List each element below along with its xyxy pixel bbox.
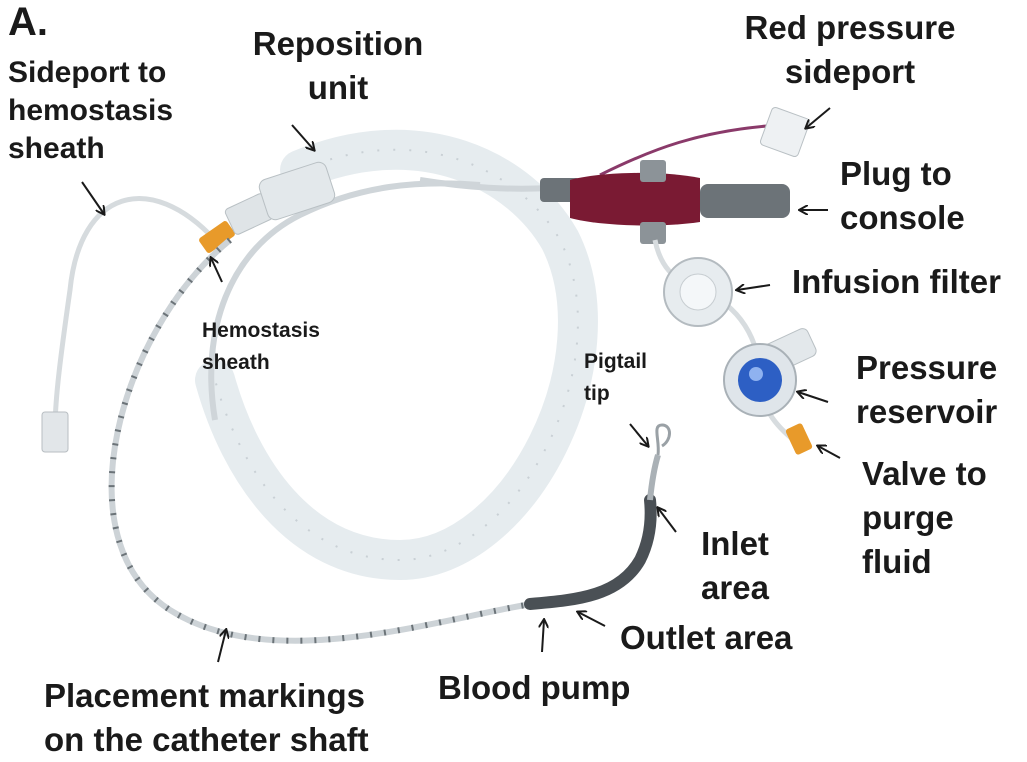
- label-pigtail-tip: Pigtail tip: [584, 346, 647, 410]
- arrow-reposition: [292, 125, 314, 150]
- purge-valve: [785, 423, 813, 456]
- arrow-hemostasis: [211, 258, 222, 282]
- arrow-reservoir: [798, 392, 828, 402]
- arrow-blood-pump: [542, 620, 544, 652]
- label-line: hemostasis: [8, 92, 173, 130]
- arrow-outlet: [578, 612, 605, 626]
- label-outlet-area: Outlet area: [620, 616, 792, 660]
- label-sideport-hemostasis: Sideport to hemostasis sheath: [8, 54, 173, 168]
- reposition-unit: [257, 160, 337, 222]
- arrow-red-pressure: [806, 108, 830, 128]
- label-reposition-unit: Reposition unit: [238, 22, 438, 110]
- arrow-pigtail: [630, 424, 648, 446]
- panel-letter: A.: [8, 0, 48, 45]
- label-valve-to-purge: Valve to purge fluid: [862, 452, 987, 584]
- plug-connector: [700, 184, 790, 218]
- label-line: Inlet: [680, 522, 790, 566]
- label-red-pressure-sideport: Red pressure sideport: [726, 6, 974, 94]
- red-pressure-sideport: [759, 106, 810, 157]
- label-line: area: [680, 566, 790, 610]
- label-inlet-area: Inlet area: [680, 522, 790, 610]
- label-line: purge: [862, 496, 987, 540]
- label-line: sideport: [726, 50, 974, 94]
- label-line: reservoir: [856, 390, 997, 434]
- label-line: fluid: [862, 540, 987, 584]
- label-line: Reposition: [238, 22, 438, 66]
- label-line: console: [840, 196, 965, 240]
- arrow-sideport: [82, 182, 104, 214]
- label-line: unit: [238, 66, 438, 110]
- arrow-inlet: [658, 508, 676, 532]
- blood-pump: [530, 500, 651, 604]
- sideport-line: [55, 199, 215, 430]
- label-line: Placement markings: [44, 674, 369, 718]
- plug-body: [570, 173, 700, 226]
- pigtail: [657, 425, 670, 455]
- sideport-connector: [42, 412, 68, 452]
- label-hemostasis-sheath: Hemostasis sheath: [202, 315, 320, 379]
- catheter-shaft: [112, 240, 560, 641]
- label-line: Valve to: [862, 452, 987, 496]
- label-line: tip: [584, 378, 647, 410]
- label-line: sheath: [202, 347, 320, 379]
- label-infusion-filter: Infusion filter: [792, 260, 1001, 304]
- arrow-valve: [818, 446, 840, 458]
- arrow-infusion: [737, 285, 770, 290]
- label-line: Sideport to: [8, 54, 173, 92]
- label-line: Pigtail: [584, 346, 647, 378]
- label-line: Red pressure: [726, 6, 974, 50]
- label-line: Hemostasis: [202, 315, 320, 347]
- label-line: Pressure: [856, 346, 997, 390]
- label-blood-pump: Blood pump: [438, 666, 630, 710]
- label-pressure-reservoir: Pressure reservoir: [856, 346, 997, 434]
- label-line: Plug to: [840, 152, 965, 196]
- red-pressure-line: [600, 125, 780, 175]
- label-line: sheath: [8, 130, 173, 168]
- label-plug-to-console: Plug to console: [840, 152, 965, 240]
- label-line: on the catheter shaft: [44, 718, 369, 762]
- label-placement-markings: Placement markings on the catheter shaft: [44, 674, 369, 762]
